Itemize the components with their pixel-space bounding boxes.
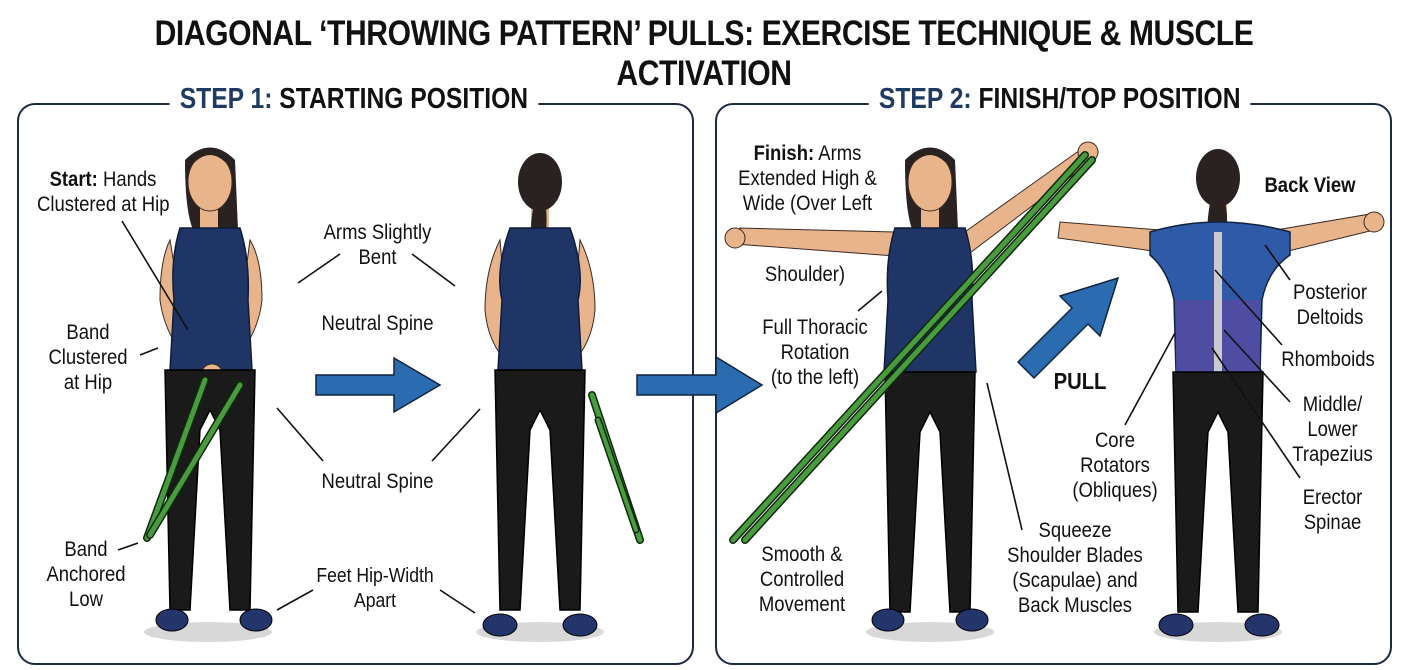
step2-heading: STEP 2: FINISH/TOP POSITION	[868, 83, 1251, 116]
step1-panel: STEP 1: STARTING POSITION	[17, 83, 694, 665]
step2-title: FINISH/TOP POSITION	[978, 83, 1241, 115]
neutral-spine-upper-label: Neutral Spine	[321, 312, 434, 335]
step1-right-arrow-icon	[315, 356, 442, 414]
finish-label-continued: Shoulder)	[764, 263, 846, 286]
back-view-label: Back View	[1264, 174, 1356, 197]
arms-bent-label: Arms Slightly Bent	[323, 221, 432, 269]
pull-label: PULL	[1053, 368, 1107, 394]
pull-arrow-icon	[1016, 276, 1120, 380]
posterior-deltoids-label: Posterior Deltoids	[1293, 281, 1367, 329]
step2-front-figure	[724, 141, 1099, 642]
step1-heading: STEP 1: STARTING POSITION	[169, 83, 539, 116]
page-title: DIAGONAL ‘THROWING PATTERN’ PULLS: EXERC…	[154, 14, 1254, 93]
start-label: Start: Hands Clustered at Hip	[37, 168, 170, 216]
smooth-movement-label: Smooth & Controlled Movement	[758, 543, 846, 616]
core-rotators-label: Core Rotators (Obliques)	[1072, 429, 1158, 502]
step2-number: STEP 2:	[878, 83, 972, 115]
step1-number: STEP 1:	[179, 83, 273, 115]
step2-back-figure-muscles	[1057, 149, 1385, 642]
step2-leader-lines	[857, 244, 1301, 531]
step1-leader-lines	[117, 220, 481, 614]
trapezius-label: Middle/ Lower Trapezius	[1292, 393, 1373, 466]
feet-label: Feet Hip-Width Apart	[316, 565, 434, 612]
squeeze-label: Squeeze Shoulder Blades (Scapulae) and B…	[1007, 519, 1143, 617]
band-clustered-label: Band Clustered at Hip	[48, 321, 128, 394]
thoracic-rotation-label: Full Thoracic Rotation (to the left)	[762, 316, 868, 389]
neutral-spine-lower-label: Neutral Spine	[321, 470, 434, 493]
step1-back-figure	[476, 153, 644, 642]
rhomboids-label: Rhomboids	[1281, 348, 1375, 371]
transition-arrow-icon	[636, 355, 764, 415]
erector-spinae-label: Erector Spinae	[1302, 486, 1363, 534]
band-anchored-label: Band Anchored Low	[46, 538, 126, 611]
step1-front-figure	[143, 147, 273, 642]
finish-label: Finish: Arms Extended High & Wide (Over …	[738, 142, 877, 215]
step1-title: STARTING POSITION	[279, 83, 529, 115]
